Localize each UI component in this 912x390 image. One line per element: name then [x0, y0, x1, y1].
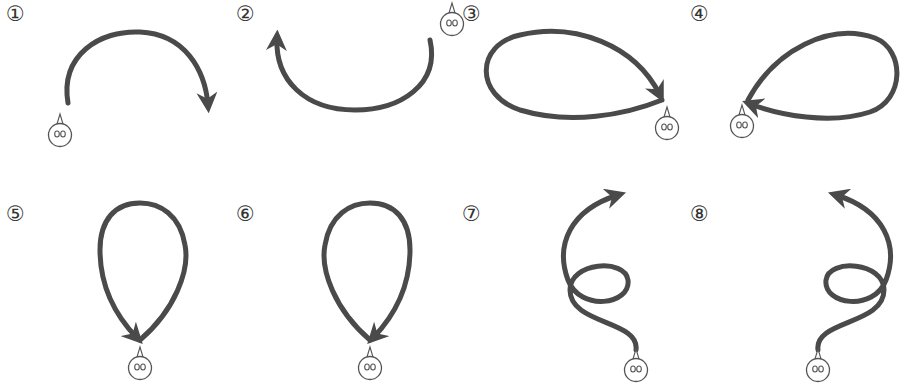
person-icon	[441, 3, 464, 36]
person-icon	[625, 349, 648, 382]
callout-number: ⑤	[6, 204, 25, 225]
callout-number: ⑧	[690, 204, 709, 225]
person-icon	[731, 105, 754, 138]
loop-arrow	[486, 31, 662, 117]
loop-arrow	[324, 203, 410, 340]
spiral-arrow	[564, 195, 637, 350]
arc-arrow	[277, 38, 432, 110]
loop-arrow	[100, 203, 186, 340]
person-icon	[656, 107, 679, 140]
callout-number: ④	[690, 4, 709, 25]
person-icon	[807, 349, 830, 382]
callout-number: ③	[462, 4, 481, 25]
callout-number: ②	[236, 4, 255, 25]
spiral-arrow	[818, 195, 891, 350]
callout-number: ①	[6, 4, 25, 25]
person-icon	[129, 347, 152, 380]
callout-number: ⑥	[236, 204, 255, 225]
arc-arrow	[67, 32, 208, 105]
person-icon	[49, 114, 72, 147]
person-icon	[359, 347, 382, 380]
callout-number: ⑦	[462, 204, 481, 225]
loop-arrow	[748, 33, 897, 118]
